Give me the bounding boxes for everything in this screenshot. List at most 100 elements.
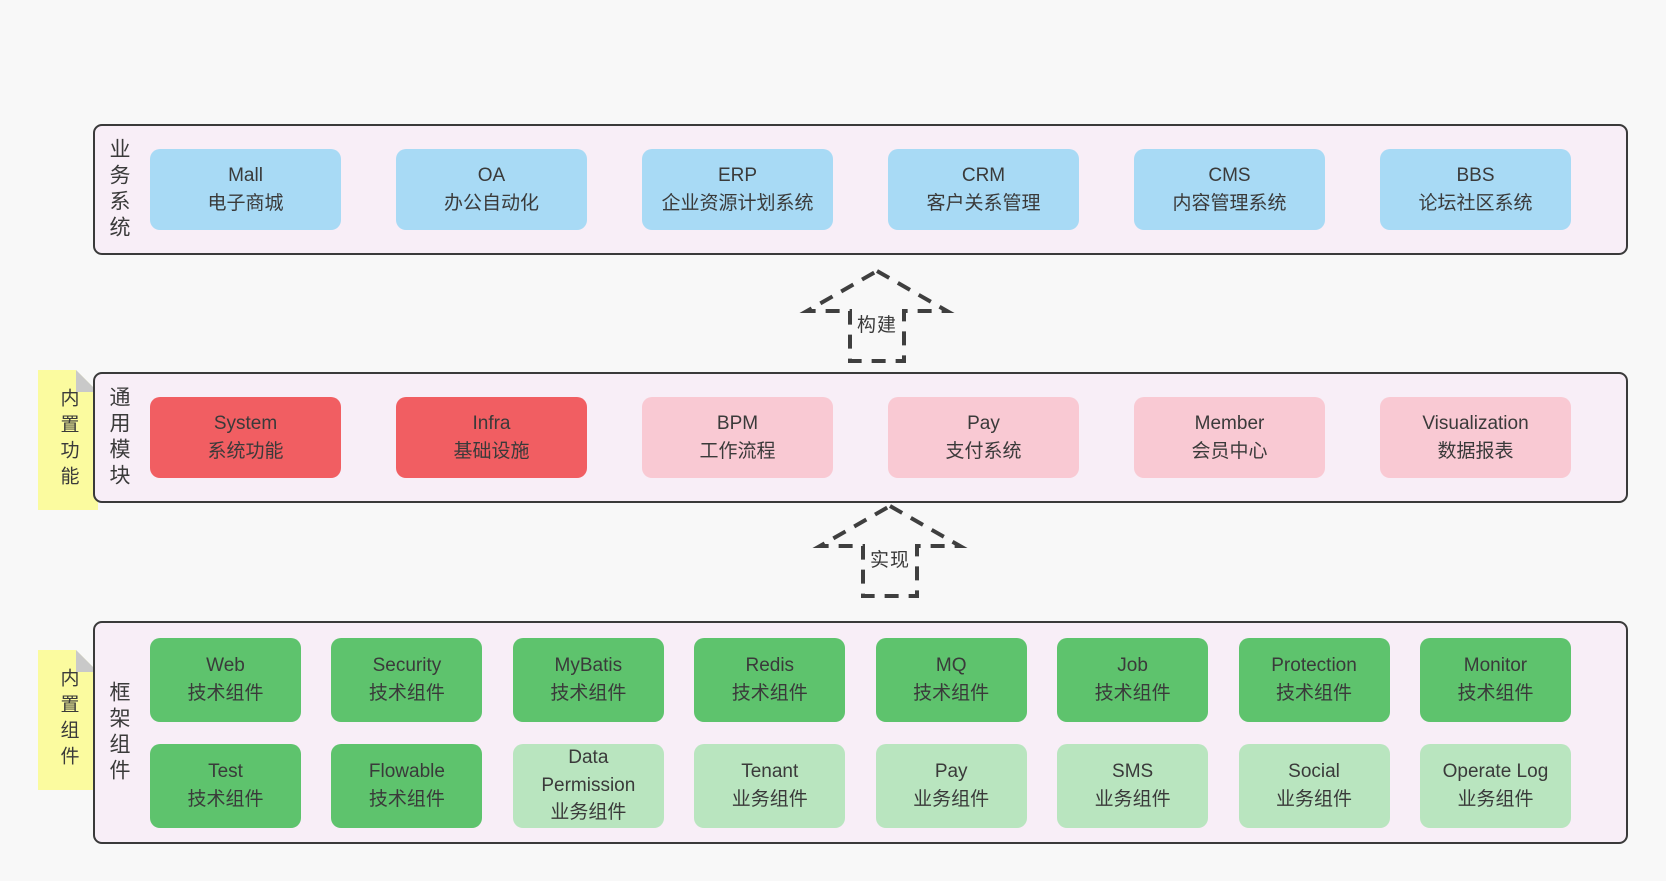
diagram-box-crm: CRM 客户关系管理 bbox=[888, 149, 1079, 230]
box-subtitle-zh: 技术组件 bbox=[368, 788, 445, 810]
diagram-box-security: Security 技术组件 bbox=[331, 637, 483, 722]
diagram-box-redis: Redis 技术组件 bbox=[694, 637, 846, 722]
diagram-box-test: Test 技术组件 bbox=[150, 743, 301, 828]
band-label: 通用模块 bbox=[107, 374, 130, 501]
box-title-en: Member bbox=[1194, 412, 1265, 434]
box-subtitle-zh: 业务组件 bbox=[550, 802, 627, 824]
arrow-build: 构建 bbox=[792, 265, 962, 365]
diagram-box-oa: OA 办公自动化 bbox=[396, 149, 587, 230]
band-label-text: 框架组件 bbox=[107, 680, 130, 785]
diagram-box-bpm: BPM 工作流程 bbox=[642, 397, 833, 478]
box-subtitle-zh: 业务组件 bbox=[731, 788, 808, 810]
box-title-en: Tenant bbox=[741, 760, 799, 782]
diagram-box-operate-log: Operate Log 业务组件 bbox=[1419, 743, 1571, 828]
box-subtitle-zh: 技术组件 bbox=[1457, 682, 1534, 704]
box-title-en: MQ bbox=[935, 654, 967, 676]
diagram-box-bbs: BBS 论坛社区系统 bbox=[1380, 149, 1571, 230]
box-subtitle-zh: 会员中心 bbox=[1191, 440, 1268, 462]
box-subtitle-zh: 支付系统 bbox=[945, 440, 1022, 462]
band-label-text: 业务系统 bbox=[107, 137, 130, 242]
box-title-en: Mall bbox=[228, 164, 263, 186]
box-title-en: Pay bbox=[967, 412, 1000, 434]
sticky-note-label: 内置功能 bbox=[57, 388, 79, 492]
band-label: 业务系统 bbox=[107, 126, 130, 253]
box-title-en: OA bbox=[477, 164, 506, 186]
box-subtitle-zh: 办公自动化 bbox=[443, 192, 539, 214]
diagram-box-cms: CMS 内容管理系统 bbox=[1134, 149, 1325, 230]
box-subtitle-zh: 技术组件 bbox=[1276, 682, 1353, 704]
box-subtitle-zh: 业务组件 bbox=[913, 788, 990, 810]
box-title-en: Data Permission bbox=[541, 747, 636, 796]
diagram-box-mybatis: MyBatis 技术组件 bbox=[512, 637, 664, 722]
box-subtitle-zh: 基础设施 bbox=[453, 440, 530, 462]
diagram-box-web: Web 技术组件 bbox=[150, 637, 301, 722]
sticky-note-builtin-features: 内置功能 bbox=[38, 370, 98, 510]
box-title-en: Protection bbox=[1271, 654, 1357, 676]
box-title-en: Infra bbox=[472, 412, 511, 434]
box-title-en: Visualization bbox=[1422, 412, 1529, 434]
arrow-implement-label: 实现 bbox=[866, 544, 914, 573]
sticky-note-builtin-components: 内置组件 bbox=[38, 650, 98, 790]
box-title-en: SMS bbox=[1112, 760, 1154, 782]
band-label-text: 通用模块 bbox=[107, 385, 130, 490]
arrow-implement: 实现 bbox=[805, 500, 975, 600]
box-title-en: Security bbox=[372, 654, 442, 676]
box-title-en: ERP bbox=[717, 164, 758, 186]
box-subtitle-zh: 技术组件 bbox=[187, 682, 264, 704]
dashed-up-arrow-icon bbox=[799, 268, 955, 363]
box-subtitle-zh: 工作流程 bbox=[699, 440, 776, 462]
box-title-en: Social bbox=[1288, 760, 1340, 782]
box-title-en: Redis bbox=[745, 654, 795, 676]
box-title-en: CMS bbox=[1208, 164, 1251, 186]
diagram-box-flowable: Flowable 技术组件 bbox=[331, 743, 483, 828]
box-subtitle-zh: 客户关系管理 bbox=[926, 192, 1041, 214]
arrow-build-label: 构建 bbox=[853, 309, 901, 338]
diagram-box-mq: MQ 技术组件 bbox=[875, 637, 1027, 722]
box-subtitle-zh: 电子商城 bbox=[207, 192, 284, 214]
box-title-en: BBS bbox=[1456, 164, 1495, 186]
box-subtitle-zh: 系统功能 bbox=[207, 440, 284, 462]
box-title-en: System bbox=[213, 412, 278, 434]
sticky-note-label: 内置组件 bbox=[57, 668, 79, 772]
box-subtitle-zh: 技术组件 bbox=[731, 682, 808, 704]
diagram-box-data-permission: Data Permission 业务组件 bbox=[512, 743, 664, 828]
diagram-box-pay: Pay 业务组件 bbox=[875, 743, 1027, 828]
diagram-box-mall: Mall 电子商城 bbox=[150, 149, 341, 230]
diagram-box-sms: SMS 业务组件 bbox=[1057, 743, 1209, 828]
band-label: 框架组件 bbox=[107, 623, 130, 842]
box-title-en: MyBatis bbox=[554, 654, 623, 676]
box-title-en: Job bbox=[1117, 654, 1148, 676]
band-common-modules: 通用模块 System 系统功能 Infra 基础设施 BPM 工作流程 Pay 支付系统 Me… bbox=[93, 372, 1628, 503]
box-subtitle-zh: 技术组件 bbox=[913, 682, 990, 704]
box-title-en: Web bbox=[206, 654, 245, 676]
diagram-box-tenant: Tenant 业务组件 bbox=[694, 743, 846, 828]
modules-boxes-row: System 系统功能 Infra 基础设施 BPM 工作流程 Pay 支付系统 Member 会… bbox=[150, 374, 1571, 501]
diagram-box-protection: Protection 技术组件 bbox=[1238, 637, 1390, 722]
diagram-box-visualization: Visualization 数据报表 bbox=[1380, 397, 1571, 478]
box-subtitle-zh: 数据报表 bbox=[1437, 440, 1514, 462]
box-subtitle-zh: 技术组件 bbox=[550, 682, 627, 704]
box-title-en: Operate Log bbox=[1442, 760, 1549, 782]
box-title-en: CRM bbox=[961, 164, 1006, 186]
diagram-box-member: Member 会员中心 bbox=[1134, 397, 1325, 478]
box-subtitle-zh: 论坛社区系统 bbox=[1418, 192, 1533, 214]
box-subtitle-zh: 业务组件 bbox=[1094, 788, 1171, 810]
box-subtitle-zh: 内容管理系统 bbox=[1172, 192, 1287, 214]
box-subtitle-zh: 技术组件 bbox=[368, 682, 445, 704]
box-subtitle-zh: 业务组件 bbox=[1457, 788, 1534, 810]
diagram-box-system: System 系统功能 bbox=[150, 397, 341, 478]
box-title-en: Flowable bbox=[368, 760, 445, 782]
box-title-en: Test bbox=[208, 760, 243, 782]
box-subtitle-zh: 技术组件 bbox=[187, 788, 264, 810]
box-title-en: BPM bbox=[716, 412, 759, 434]
dashed-up-arrow-icon bbox=[812, 503, 968, 598]
box-title-en: Pay bbox=[934, 760, 968, 782]
